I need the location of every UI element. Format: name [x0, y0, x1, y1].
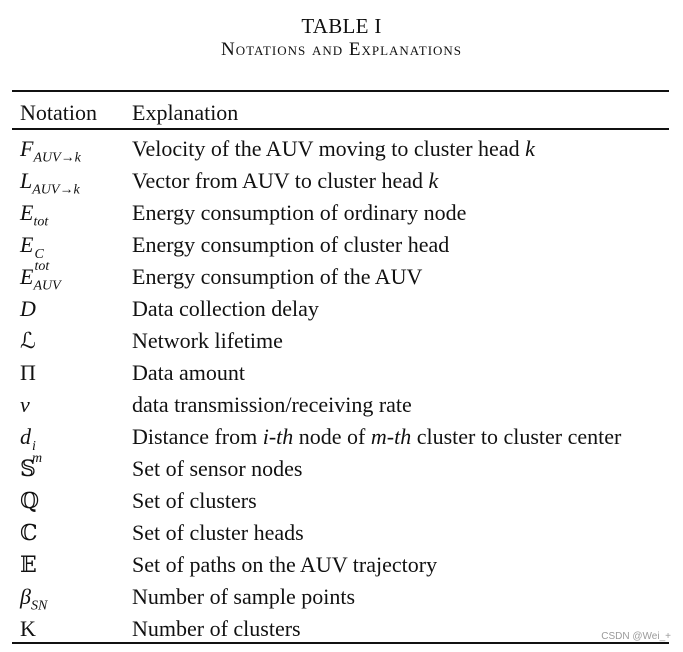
- notation-cell: 𝕊: [20, 456, 36, 481]
- notation-cell: D: [20, 296, 36, 321]
- explanation-cell: Set of cluster heads: [132, 520, 304, 545]
- explanation-cell: data transmission/receiving rate: [132, 392, 412, 417]
- notation-cell: Etot: [20, 200, 49, 230]
- table-row: Π Data amount: [0, 358, 683, 390]
- table-row: FAUV→k Velocity of the AUV moving to clu…: [0, 134, 683, 166]
- table-row: 𝕊 Set of sensor nodes: [0, 454, 683, 486]
- notation-cell: K: [20, 616, 36, 641]
- explanation-cell: Set of clusters: [132, 488, 257, 513]
- explanation-cell: Energy consumption of cluster head: [132, 232, 450, 257]
- table-row: v data transmission/receiving rate: [0, 390, 683, 422]
- table-row: K Number of clusters: [0, 614, 683, 646]
- table-body: FAUV→k Velocity of the AUV moving to clu…: [0, 134, 683, 646]
- notation-cell: LAUV→k: [20, 168, 80, 198]
- explanation-cell: Velocity of the AUV moving to cluster he…: [132, 136, 535, 161]
- table-row: 𝔼 Set of paths on the AUV trajectory: [0, 550, 683, 582]
- notation-cell: 𝔼: [20, 552, 37, 577]
- explanation-cell: Set of paths on the AUV trajectory: [132, 552, 438, 577]
- explanation-cell: Vector from AUV to cluster head k: [132, 168, 439, 193]
- header-explanation: Explanation: [132, 100, 239, 125]
- watermark: CSDN @Wei_+: [601, 631, 671, 642]
- header-notation: Notation: [20, 100, 97, 125]
- table-row: Etot Energy consumption of ordinary node: [0, 198, 683, 230]
- notation-cell: ℒ: [20, 328, 36, 353]
- bottom-rule: [12, 642, 669, 644]
- table-row: ℂ Set of cluster heads: [0, 518, 683, 550]
- table-row: LAUV→k Vector from AUV to cluster head k: [0, 166, 683, 198]
- table-row: ℒ Network lifetime: [0, 326, 683, 358]
- explanation-cell: Energy consumption of ordinary node: [132, 200, 467, 225]
- table-caption-number: TABLE I: [301, 14, 382, 38]
- table-row: ℚ Set of clusters: [0, 486, 683, 518]
- notation-cell: v: [20, 392, 30, 417]
- explanation-cell: Network lifetime: [132, 328, 283, 353]
- table-row: D Data collection delay: [0, 294, 683, 326]
- explanation-cell: Number of clusters: [132, 616, 301, 641]
- header-rule: [12, 128, 669, 130]
- table-row: βSN Number of sample points: [0, 582, 683, 614]
- notation-cell: Π: [20, 360, 36, 385]
- top-rule: [12, 90, 669, 92]
- notation-cell: ℚ: [20, 488, 40, 513]
- notation-cell: βSN: [20, 584, 48, 614]
- explanation-cell: Set of sensor nodes: [132, 456, 303, 481]
- explanation-cell: Data amount: [132, 360, 246, 385]
- explanation-cell: Data collection delay: [132, 296, 319, 321]
- table-caption-title: Notations and Explanations: [220, 39, 463, 60]
- notation-cell: EAUV: [20, 264, 61, 294]
- notation-cell: FAUV→k: [20, 136, 81, 166]
- explanation-cell: Distance from i-th node of m-th cluster …: [132, 424, 622, 449]
- explanation-cell: Energy consumption of the AUV: [132, 264, 423, 289]
- explanation-cell: Number of sample points: [132, 584, 356, 609]
- notation-cell: ℂ: [20, 520, 38, 545]
- table-row: EAUV Energy consumption of the AUV: [0, 262, 683, 294]
